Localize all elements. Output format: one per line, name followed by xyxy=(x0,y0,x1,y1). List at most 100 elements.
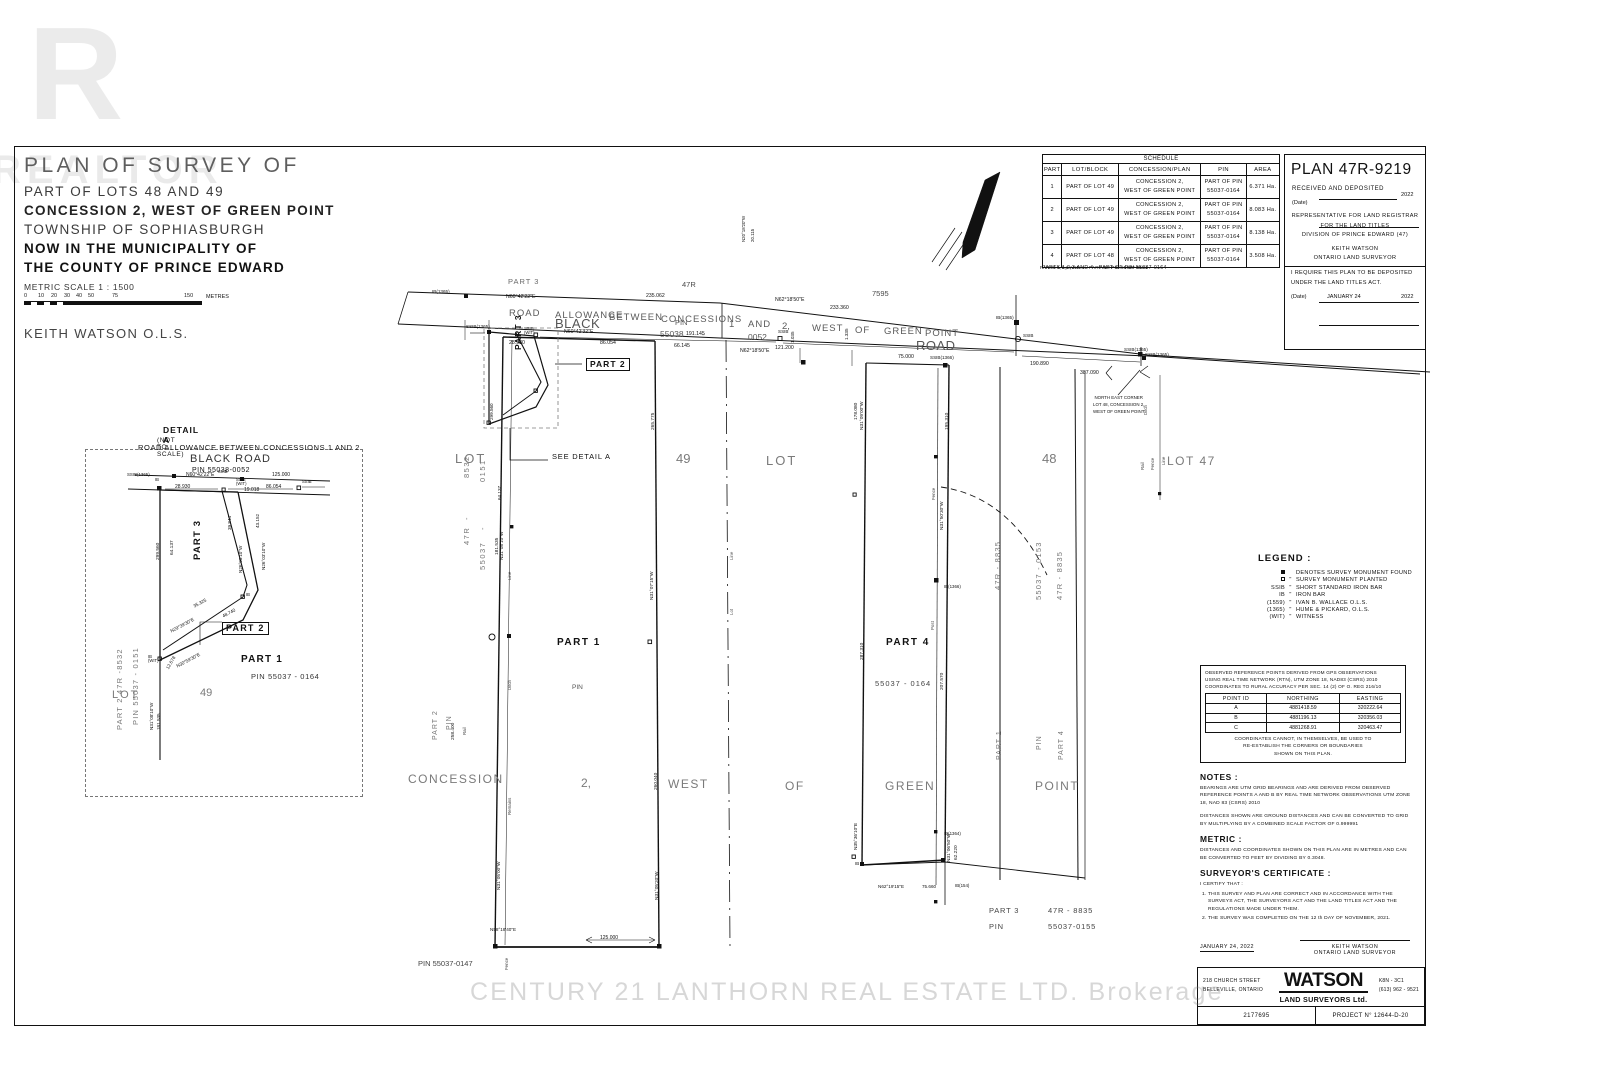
label-road: ROAD xyxy=(509,308,541,319)
detail-bearing-n2939: N29°39'30"E xyxy=(169,616,195,634)
legend-row: SSIB " SHORT STANDARD IRON BAR xyxy=(1258,585,1415,592)
mon-ib1365-b: IB(1365) xyxy=(996,315,1014,320)
scale-segment xyxy=(57,301,63,305)
certificate-intro: I CERTIFY THAT : xyxy=(1200,882,1243,888)
label-concessions: CONCESSIONS xyxy=(661,314,743,325)
scale-segment xyxy=(130,301,202,305)
legend-text: DENOTES SURVEY MONUMENT FOUND xyxy=(1296,570,1412,576)
legend-symbol: SSIB xyxy=(1271,584,1285,591)
dim-86054-main: 86.054 xyxy=(600,340,616,346)
legend-ditto: " xyxy=(1289,599,1292,606)
legend-text: SHORT STANDARD IRON BAR xyxy=(1296,584,1383,591)
detail-bearing-top: N60°42'22"E xyxy=(186,472,215,478)
detail-bearing-n3059: N30°59'30"E xyxy=(175,651,201,669)
legend-row: DENOTES SURVEY MONUMENT FOUND xyxy=(1258,570,1415,577)
legend-title: LEGEND : xyxy=(1258,553,1312,564)
label-of: OF xyxy=(855,325,871,336)
scale-segment xyxy=(37,301,44,305)
detail-dim-125000: 125.000 xyxy=(272,472,291,478)
firm-logo: WATSON LAND SURVEYORS Ltd. xyxy=(1276,971,1371,1004)
detail-a-title: DETAIL A xyxy=(163,425,199,445)
label-concession-of: OF xyxy=(785,779,805,793)
deposit-date-rule xyxy=(1319,199,1397,200)
label-pin-part1: PIN xyxy=(572,684,583,691)
detail-part1-label: PART 1 xyxy=(241,654,284,665)
plan-block-divider xyxy=(1285,266,1425,267)
legend-row: IB"IRON BAR xyxy=(1258,592,1415,599)
scale-segment xyxy=(31,301,37,305)
mon-ssib-b: SSIB xyxy=(1023,333,1034,338)
firm-logo-subtitle: LAND SURVEYORS Ltd. xyxy=(1279,995,1368,1004)
require-line-2: UNDER THE LAND TITLES ACT. xyxy=(1291,280,1382,286)
scale-segment xyxy=(44,301,50,305)
scale-segment xyxy=(70,301,130,305)
label-black-road: BLACK xyxy=(555,316,601,331)
dim-66145: 66.145 xyxy=(674,343,690,349)
scale-tick: 30 xyxy=(64,293,71,299)
label-pin: PIN xyxy=(675,318,688,327)
legend-symbol: (WIT) xyxy=(1269,614,1285,621)
detail-mon-ib2: IB xyxy=(246,592,250,597)
detail-part3-label: PART 3 xyxy=(192,519,203,560)
label-lot-left: LOT xyxy=(455,451,487,466)
bearing-n6219: N62°19'15"E xyxy=(878,884,905,889)
surveyor-sig-rule xyxy=(1319,325,1419,326)
label-lot-47: LOT 47 xyxy=(1167,454,1216,468)
detail-mon-left: SSIB(1365) xyxy=(127,472,150,477)
mon-ssib-wit: SSIB(WIT) xyxy=(524,326,535,336)
monument-found-icon xyxy=(1258,570,1288,577)
firm-logo-word: WATSON xyxy=(1284,970,1363,991)
label-part-2-main: PART 2 xyxy=(586,358,630,371)
received-deposited-label: RECEIVED AND DEPOSITED xyxy=(1292,186,1385,192)
dim-75000: 75.000 xyxy=(898,354,914,360)
realtor-logo-letter: R xyxy=(28,0,123,147)
detail-road-pin: PIN 55038-0052 xyxy=(192,467,250,474)
dim-75660: 75.660 xyxy=(922,884,937,889)
require-date: JANUARY 24 xyxy=(1327,294,1361,300)
plan-registration-block: PLAN 47R-9219 RECEIVED AND DEPOSITED (Da… xyxy=(1284,154,1426,350)
notes-heading: NOTES : xyxy=(1200,772,1239,782)
detail-dim-48740: 48.740 xyxy=(221,607,237,619)
scale-tick: 75 xyxy=(112,293,119,299)
detail-mon-ssib-wit: SSIB(WIT) xyxy=(236,477,247,487)
detail-dim-39844: 39.844 xyxy=(227,515,232,530)
label-pin-0052: 0052 xyxy=(748,332,767,342)
label-lot-49: 49 xyxy=(676,451,691,466)
dim-191145: 191.145 xyxy=(686,331,705,337)
label-concession-word: CONCESSION xyxy=(408,772,504,786)
dim-235062: 235.062 xyxy=(646,293,665,299)
detail-a-boundary xyxy=(85,449,363,797)
label-concession-west: WEST xyxy=(668,777,709,791)
mon-ssib1366: SSIB(1366) xyxy=(930,355,954,360)
firm-ref-number: 2177695 xyxy=(1198,1007,1316,1024)
legend-ditto: " xyxy=(1289,606,1292,613)
certificate-heading: SURVEYOR'S CERTIFICATE : xyxy=(1200,868,1332,879)
require-line-1: I REQUIRE THIS PLAN TO BE DEPOSITED xyxy=(1291,270,1413,276)
plan-sig-block: KEITH WATSON ONTARIO LAND SURVEYOR xyxy=(1285,245,1425,264)
bearing-top-left-2: N60°42'32"E xyxy=(564,329,594,335)
firm-title-block: 218 CHURCH STREET BELLEVILLE, ONTARIO WA… xyxy=(1197,967,1425,1025)
legend-row: (1559)"IVAN B. WALLACE O.L.S. xyxy=(1258,600,1415,607)
label-point: POINT xyxy=(925,328,960,339)
certificate-signature-block: KEITH WATSON ONTARIO LAND SURVEYOR xyxy=(1300,940,1410,956)
certificate-sig-rule xyxy=(1300,940,1410,941)
registrar-line-2: FOR THE LAND TITLES xyxy=(1320,222,1390,229)
label-lot-48: 48 xyxy=(1042,451,1057,466)
reference-preamble: OBSERVED REFERENCE POINTS DERIVED FROM G… xyxy=(1205,669,1401,690)
scale-segment xyxy=(50,301,57,305)
label-pin-dash: - xyxy=(702,329,705,339)
firm-bottom-row: 2177695 PROJECT N° 12644-D-20 xyxy=(1198,1006,1424,1024)
coordinate-cell: 320463.47 xyxy=(1338,722,1402,734)
mon-ssib1365-a: SSIB(1365) xyxy=(1124,347,1148,352)
surveyor-name: KEITH WATSON O.L.S. xyxy=(24,326,189,341)
legend-symbol: (1365) xyxy=(1267,606,1285,613)
label-part-1: PART 1 xyxy=(557,637,601,648)
reference-preamble-line: USING REAL TIME NETWORK (RTN), UTM ZONE … xyxy=(1205,677,1378,683)
plan-title-block: PLAN OF SURVEY OF PART OF LOTS 48 AND 49… xyxy=(24,154,335,341)
legend-ditto: " xyxy=(1289,584,1292,591)
label-concession-2: 2, xyxy=(581,776,592,790)
